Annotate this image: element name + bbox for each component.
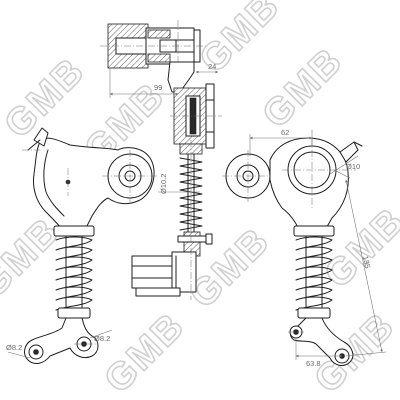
dim-135: 135: [361, 255, 372, 269]
right-spring-bottom-cap: [297, 307, 331, 319]
watermark-text: GMB: [97, 305, 194, 400]
left-view: Ø8.2 Ø8.2: [6, 127, 158, 364]
left-arm-hole-leader: [89, 329, 113, 339]
dim-right-bore-leader: [329, 155, 359, 175]
watermark-text: GMB: [255, 40, 352, 137]
left-bottom-hole-leader: [7, 351, 31, 359]
right-body-lug: [339, 141, 359, 163]
left-spring-top-cap: [53, 225, 95, 237]
dim-left-bottom-hole: Ø8.2: [6, 343, 22, 352]
dim-center-pulley: Ø10.2: [159, 174, 168, 194]
dim-63-8: 63.8: [306, 359, 321, 368]
right-spring-top-cap: [293, 225, 335, 237]
right-spring: [293, 225, 335, 319]
dim-right-bore: Ø10: [346, 162, 360, 171]
dim-24: 24: [208, 62, 216, 71]
center-section-view: 99 24 Ø10.2: [100, 20, 222, 300]
pivot-bushing-upper: [147, 29, 171, 39]
watermark-text: GMB: [192, 0, 289, 81]
left-spring-bottom-cap: [57, 307, 91, 319]
left-spring-coils: [55, 236, 93, 311]
pivot-bushing-lower: [147, 53, 171, 63]
bottom-mount-block-left: [131, 255, 173, 289]
left-body-inner-contour: [43, 149, 65, 217]
left-top-lug-edge: [27, 139, 41, 151]
left-arm-hole-bottom-core: [33, 349, 39, 355]
right-lug-edge: [353, 141, 363, 147]
dim-135-ext-top: [333, 169, 351, 179]
dim-135-ext-bottom: [345, 351, 387, 357]
left-spring: [53, 225, 95, 319]
dim-135-line: [345, 179, 383, 353]
damper-collar: [177, 235, 207, 243]
bottom-mount-foot: [135, 287, 181, 297]
dim-62: 62: [281, 128, 289, 137]
right-view: 62 Ø10 135 63.8: [222, 128, 387, 368]
dim-left-arm-hole: Ø8.2: [94, 334, 110, 343]
center-arm: [167, 61, 195, 93]
damper-eye: [205, 233, 213, 245]
center-spring-coils: [179, 157, 203, 231]
dim-99: 99: [154, 83, 162, 92]
